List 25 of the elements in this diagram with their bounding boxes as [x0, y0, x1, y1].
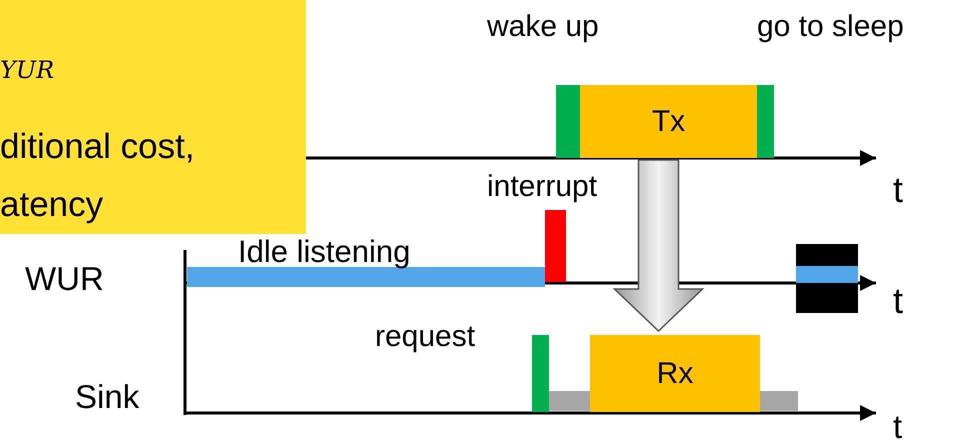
block-arrow: [612, 159, 704, 332]
axis-label: t: [893, 410, 902, 443]
box-label: Tx: [652, 106, 686, 136]
state-label: Idle listening: [238, 236, 410, 267]
interrupt-bar: [545, 210, 566, 282]
event-label: go to sleep: [757, 12, 904, 42]
row-label: WUR: [25, 262, 104, 295]
axis-label: t: [893, 172, 904, 208]
tx-box: [580, 85, 757, 158]
sleep-bar: [757, 85, 774, 158]
listen-bar: [549, 391, 590, 411]
idle-listening-bar: [187, 267, 545, 287]
event-label: request: [375, 322, 476, 352]
request-bar: [532, 335, 549, 412]
note-box: [0, 0, 306, 234]
listen-bar: [760, 391, 798, 411]
event-label: wake up: [487, 12, 599, 42]
box-label: Rx: [656, 358, 694, 388]
wake-up-bar: [556, 85, 580, 158]
rx-box: [590, 335, 760, 412]
axis-label: t: [893, 283, 904, 319]
math-symbol: YUR: [0, 58, 54, 82]
event-label: interrupt: [487, 172, 598, 202]
row-label: Sink: [75, 380, 140, 413]
note-text: ditional cost, atency: [0, 126, 196, 226]
